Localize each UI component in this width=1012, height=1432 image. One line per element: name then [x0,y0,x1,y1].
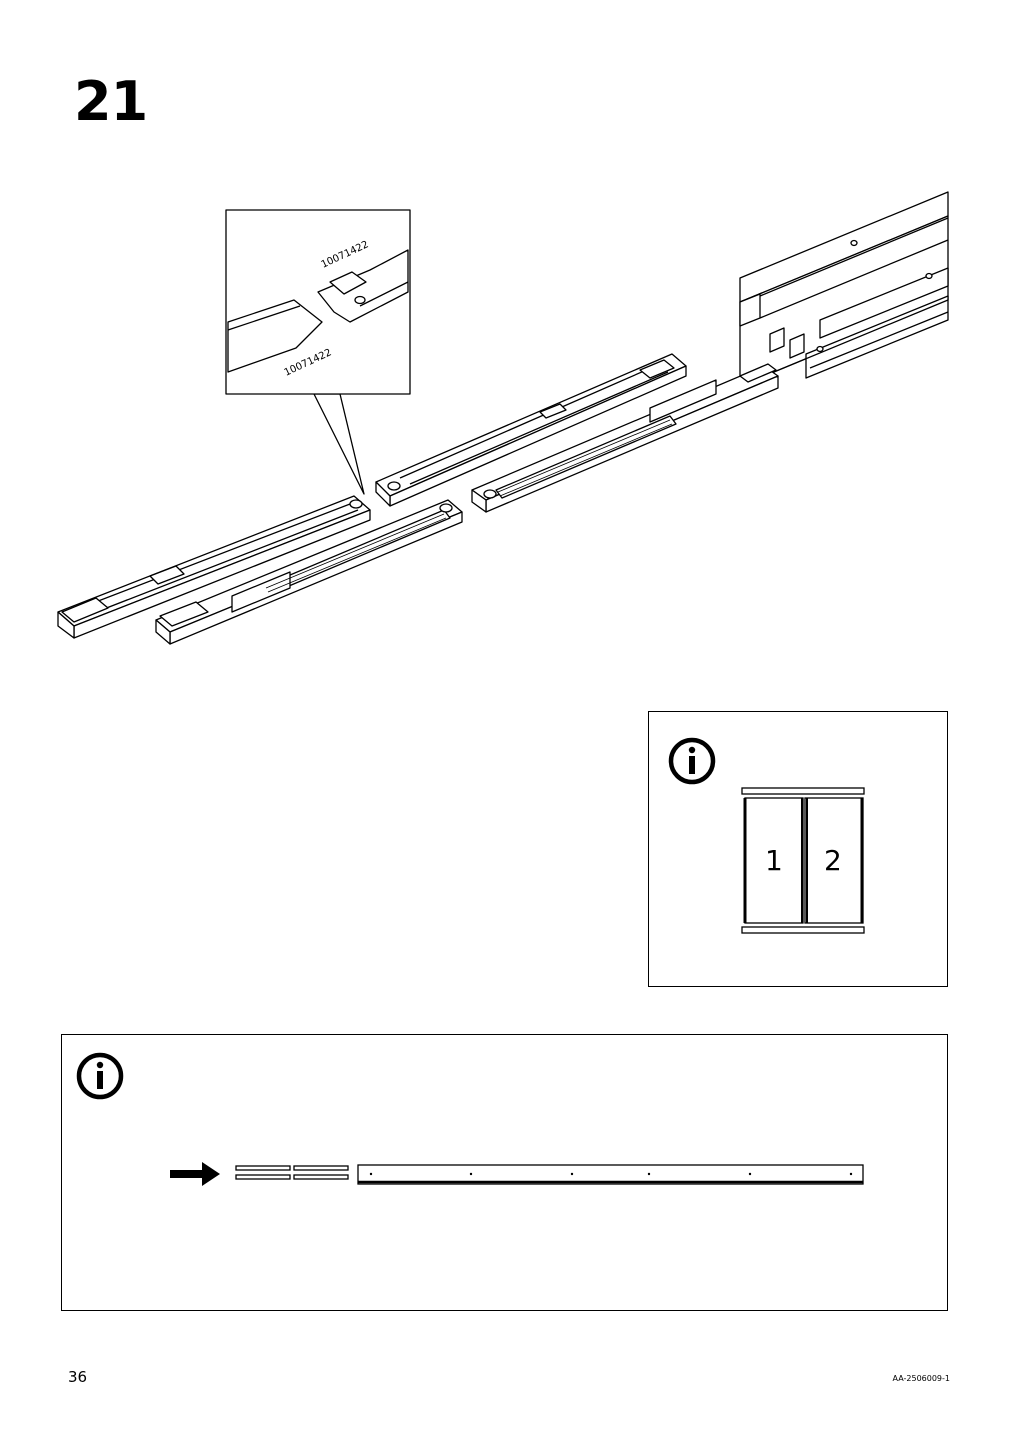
right-arrow-icon [170,1162,220,1186]
step-number: 21 [74,70,148,133]
rail-profile [235,1164,864,1185]
fitting-upper-left [375,353,687,507]
document-code: AA-2506009-1 [892,1374,950,1383]
page-number: 36 [68,1368,88,1386]
info-icon [76,1052,124,1100]
door-frame [741,787,865,934]
info-icon [668,737,716,785]
fitting-lower-left [57,495,371,639]
detail-callout [225,209,411,495]
door-label-2: 2 [824,844,842,877]
assembly-illustration: 10071422 10071422 [57,191,949,645]
rail-info-box [61,1034,948,1311]
door-diagram-box: 1 2 [648,711,948,987]
door-label-1: 1 [765,844,783,877]
aluminum-track [739,191,949,387]
